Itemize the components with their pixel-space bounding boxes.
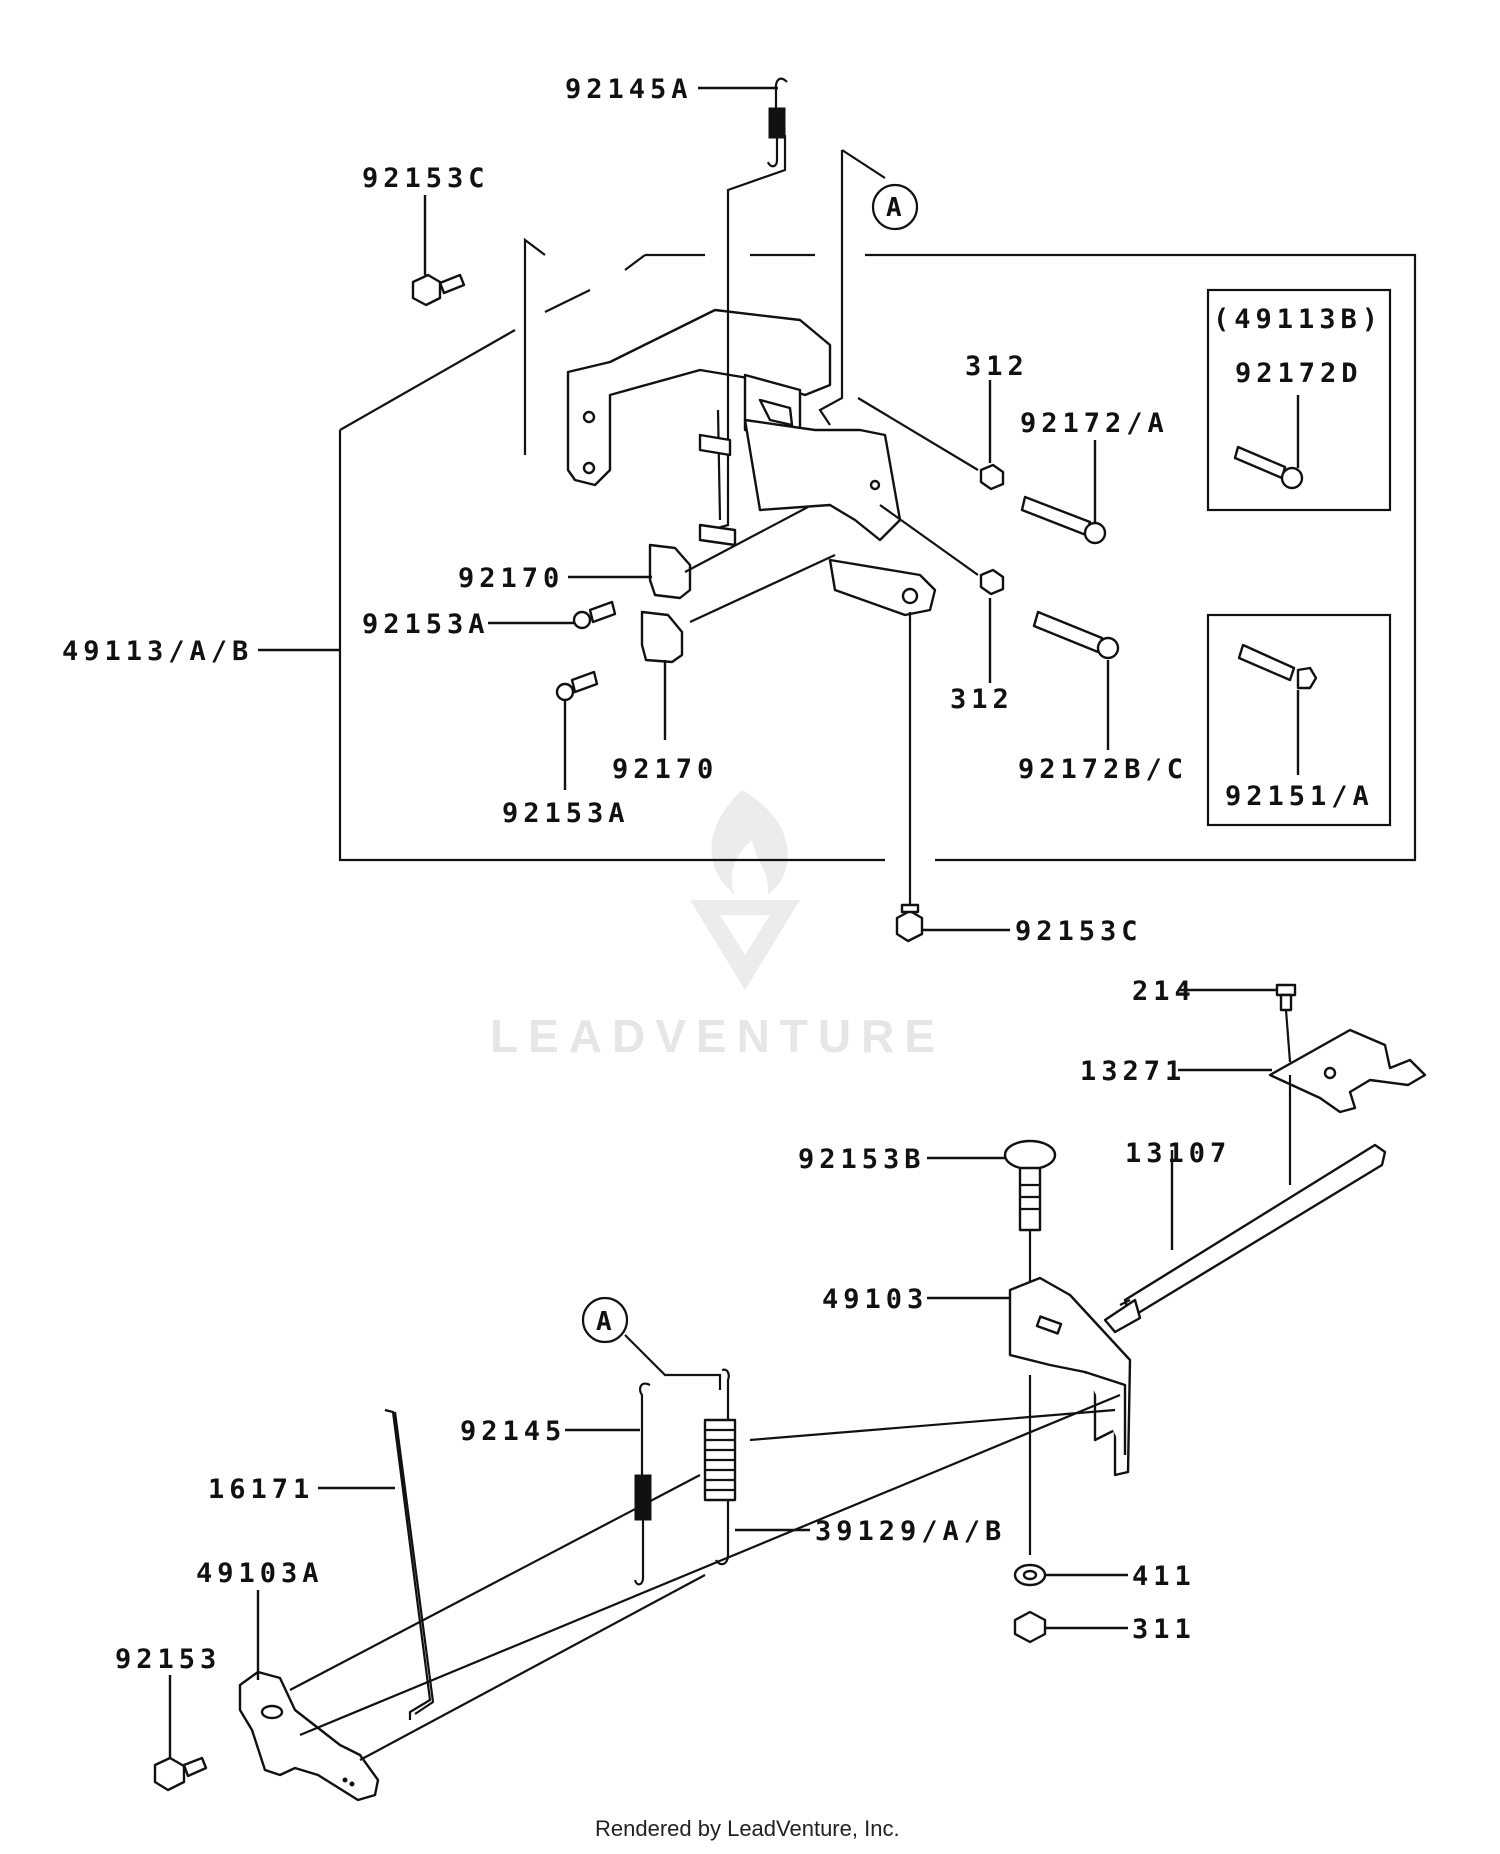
- clip-92170-top: [648, 543, 692, 600]
- label-92153C-mid: 92153C: [1015, 916, 1143, 947]
- label-49113B: (49113B): [1213, 304, 1383, 335]
- label-92145: 92145: [460, 1416, 566, 1447]
- screw-92153A-left: [572, 600, 617, 630]
- screw-92172A: [1020, 495, 1107, 545]
- label-411: 411: [1132, 1561, 1196, 1592]
- carriage-bolt-92153B: [1003, 1139, 1057, 1232]
- screw-92151A: [1237, 643, 1318, 690]
- bolt-92153C-mid: [895, 903, 924, 943]
- label-92172A: 92172/A: [1020, 408, 1169, 439]
- option-box-92151A: [1206, 613, 1392, 827]
- label-312-bottom: 312: [950, 684, 1014, 715]
- label-92172BC: 92172B/C: [1018, 754, 1188, 785]
- label-312-top: 312: [965, 351, 1029, 382]
- bolt-92153: [153, 1756, 208, 1792]
- callout-a-top: A: [871, 183, 919, 231]
- label-92170-top: 92170: [458, 563, 564, 594]
- watermark-v-icon: [690, 900, 800, 990]
- svg-text:A: A: [886, 193, 902, 223]
- callout-a-bottom: A: [581, 1296, 629, 1344]
- spring-92145A: [766, 77, 788, 168]
- svg-text:A: A: [596, 1307, 612, 1337]
- label-13107: 13107: [1125, 1138, 1231, 1169]
- label-92170-bottom: 92170: [612, 754, 718, 785]
- label-92153B: 92153B: [798, 1144, 926, 1175]
- label-92153: 92153: [115, 1644, 221, 1675]
- label-49113AB: 49113/A/B: [62, 636, 253, 667]
- label-39129AB: 39129/A/B: [815, 1516, 1006, 1547]
- label-16171: 16171: [208, 1474, 314, 1505]
- label-92153C-top: 92153C: [362, 163, 490, 194]
- screw-92153A-bottom: [555, 670, 599, 702]
- lever-49103A: [238, 1670, 380, 1802]
- label-92145A: 92145A: [565, 74, 693, 105]
- clip-92170-bottom: [640, 610, 684, 664]
- plate-13271: [1268, 1028, 1427, 1114]
- lower-assembly: A: [153, 983, 1427, 1802]
- washer-411: [1013, 1563, 1047, 1587]
- label-311: 311: [1132, 1614, 1196, 1645]
- nut-312-bottom: [979, 568, 1005, 596]
- rod-16171: [384, 1408, 435, 1720]
- label-214: 214: [1132, 976, 1196, 1007]
- label-49103: 49103: [822, 1284, 928, 1315]
- control-plate: [743, 418, 902, 542]
- part-labels: 92145A 92153C 312 92172/A (49113B) 92172…: [62, 74, 1383, 1675]
- option-box-49113B: [1206, 288, 1392, 512]
- nut-311: [1013, 1610, 1047, 1644]
- footer-credit: Rendered by LeadVenture, Inc.: [595, 1816, 900, 1841]
- shaft-13107: [1123, 1143, 1387, 1320]
- label-13271: 13271: [1080, 1056, 1186, 1087]
- screw-92172BC: [1032, 610, 1120, 660]
- screw-92172D: [1233, 445, 1304, 490]
- watermark-text: LEADVENTURE: [490, 1010, 945, 1062]
- label-92153A-bottom: 92153A: [502, 798, 630, 829]
- screw-214: [1275, 983, 1297, 1012]
- upper-assembly: A: [258, 77, 1417, 943]
- label-49103A: 49103A: [196, 1558, 324, 1589]
- watermark: LEADVENTURE: [490, 790, 945, 1062]
- spring-92145: [633, 1382, 652, 1586]
- bolt-92153C-top: [411, 273, 466, 307]
- label-92153A-left: 92153A: [362, 609, 490, 640]
- watermark-flame-icon: [711, 790, 788, 895]
- nut-312-top: [979, 463, 1005, 491]
- label-92172D: 92172D: [1235, 358, 1363, 389]
- spring-39129AB: [703, 1368, 737, 1566]
- label-92151A: 92151/A: [1225, 781, 1374, 812]
- bracket-49103: [1008, 1276, 1132, 1477]
